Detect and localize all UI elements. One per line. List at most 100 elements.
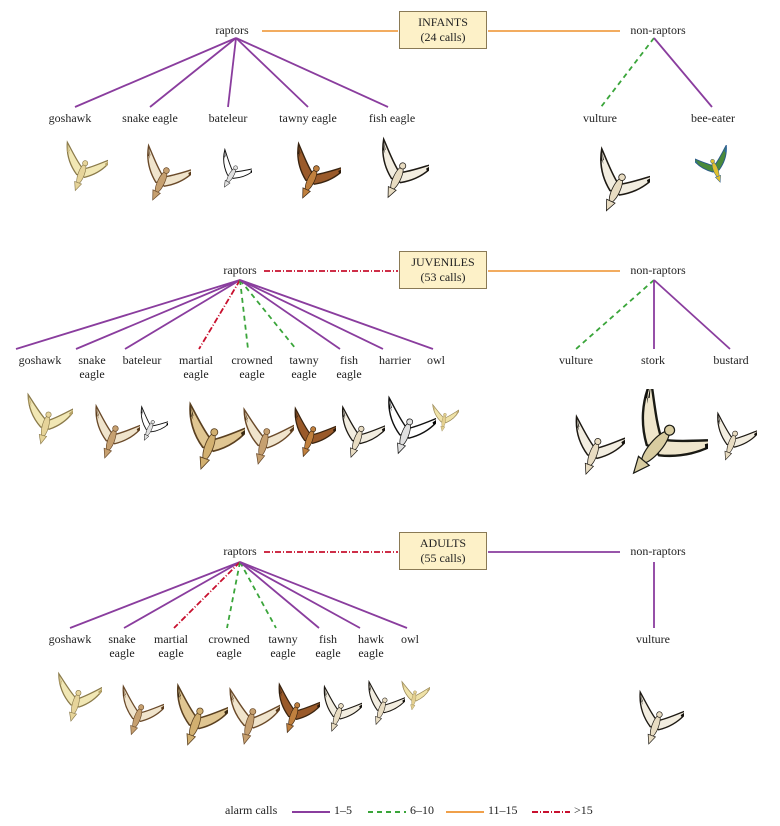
- infants-label-fish-eagle: fish eagle: [368, 111, 416, 125]
- juveniles-label-fish-eagle: fish eagle: [336, 353, 362, 381]
- bird-adult-goshawk-icon: [58, 671, 102, 722]
- adults-raptor-branch-3: [226, 561, 241, 629]
- bird-juvenile-tawny-eagle-icon: [294, 406, 336, 458]
- bird-juvenile-harrier-icon: [388, 395, 436, 455]
- adults-box-calls: (55 calls): [420, 551, 466, 565]
- bird-infant-fish-eagle-icon: [382, 136, 429, 199]
- bird-adult-vulture-icon: [639, 689, 684, 745]
- adults-raptor-branch-5: [239, 561, 320, 629]
- juveniles-label-bustard: bustard: [713, 353, 749, 367]
- bird-infant-bee-eater-icon: [695, 145, 727, 183]
- infants-label-vulture: vulture: [583, 111, 617, 125]
- juveniles-box-title: JUVENILES: [411, 255, 475, 269]
- infants-label-snake-eagle: snake eagle: [122, 111, 178, 125]
- juveniles-nonraptor-branch-0: [575, 279, 655, 350]
- adults-raptor-branch-2: [173, 561, 241, 629]
- legend-swatch-purple: [292, 811, 330, 813]
- bird-juvenile-goshawk-icon: [27, 392, 73, 445]
- bird-juvenile-bustard-icon: [717, 411, 757, 461]
- bird-juvenile-bateleur-icon: [140, 405, 168, 441]
- legend: alarm calls 1–5 6–10 11–15 >15: [0, 803, 780, 821]
- adults-box: ADULTS (55 calls): [399, 532, 487, 570]
- juveniles-raptor-branch-7: [239, 279, 384, 350]
- juveniles-raptor-branch-5: [239, 279, 297, 350]
- adults-label-goshawk: goshawk: [48, 632, 92, 646]
- bird-adult-snake-eagle-icon: [122, 684, 164, 736]
- legend-swatch-red: [532, 811, 570, 813]
- bird-adult-fish-eagle-icon: [323, 684, 362, 732]
- bird-adult-martial-eagle-icon: [177, 682, 228, 746]
- juveniles-box: JUVENILES (53 calls): [399, 251, 487, 289]
- infants-box: INFANTS (24 calls): [399, 11, 487, 49]
- infants-label-bateleur: bateleur: [208, 111, 248, 125]
- bird-infant-goshawk-icon: [66, 140, 108, 192]
- juveniles-raptor-branch-0: [15, 279, 241, 350]
- juveniles-nonraptors-label: non-raptors: [630, 263, 686, 277]
- adults-raptor-branch-1: [123, 561, 241, 629]
- infants-raptor-branch-4: [235, 37, 389, 108]
- adults-nonraptors-label: non-raptors: [630, 544, 686, 558]
- bird-juvenile-fish-eagle-icon: [341, 404, 385, 459]
- infants-raptors-label: raptors: [215, 23, 249, 37]
- bird-juvenile-snake-eagle-icon: [95, 403, 140, 459]
- bird-juvenile-crowned-eagle-icon: [243, 406, 294, 465]
- bird-juvenile-vulture-icon: [575, 414, 625, 476]
- bird-infant-snake-eagle-icon: [147, 143, 191, 201]
- adults-raptor-branch-7: [239, 561, 408, 629]
- infants-nonraptor-branch-1: [653, 37, 713, 108]
- juveniles-label-bateleur: bateleur: [122, 353, 162, 367]
- legend-swatch-green: [368, 811, 406, 813]
- infants-raptor-branch-2: [227, 37, 237, 108]
- juveniles-label-owl: owl: [427, 353, 445, 367]
- bird-adult-owl-icon: [401, 680, 430, 711]
- juveniles-label-martial-eagle: martial eagle: [179, 353, 213, 381]
- legend-title: alarm calls: [225, 803, 278, 817]
- infants-label-bee-eater: bee-eater: [691, 111, 735, 125]
- adults-label-tawny-eagle: tawny eagle: [268, 632, 298, 660]
- juveniles-raptor-branch-6: [239, 279, 341, 350]
- infants-raptor-branch-3: [235, 37, 309, 108]
- legend-label-11-15: 11–15: [488, 803, 518, 817]
- adults-box-title: ADULTS: [419, 536, 467, 550]
- adults-raptors-label: raptors: [223, 544, 257, 558]
- juveniles-raptor-branch-4: [239, 279, 249, 350]
- bird-adult-tawny-eagle-icon: [278, 682, 320, 734]
- juveniles-label-snake-eagle: snake eagle: [78, 353, 106, 381]
- legend-label-gt15: >15: [574, 803, 593, 817]
- adults-raptor-branch-0: [69, 561, 241, 629]
- adults-label-hawk-eagle: hawk eagle: [358, 632, 384, 660]
- infants-label-tawny-eagle: tawny eagle: [279, 111, 337, 125]
- infants-nonraptor-branch-0: [600, 37, 655, 108]
- juveniles-label-vulture: vulture: [559, 353, 593, 367]
- bird-juvenile-stork-icon: [632, 389, 708, 475]
- legend-label-6-10: 6–10: [410, 803, 434, 817]
- adults-label-martial-eagle: martial eagle: [154, 632, 188, 660]
- infants-raptor-branch-0: [74, 37, 237, 108]
- adults-raptor-branch-4: [239, 561, 277, 629]
- juveniles-label-crowned-eagle: crowned eagle: [231, 353, 273, 381]
- adults-label-snake-eagle: snake eagle: [108, 632, 136, 660]
- adults-label-vulture: vulture: [636, 632, 670, 646]
- adults-raptor-branch-6: [239, 561, 361, 629]
- legend-label-1-5: 1–5: [334, 803, 352, 817]
- juveniles-raptor-branch-2: [124, 279, 241, 350]
- infants-box-title: INFANTS: [418, 15, 468, 29]
- adults-label-crowned-eagle: crowned eagle: [208, 632, 250, 660]
- bird-juvenile-owl-icon: [432, 403, 459, 432]
- juveniles-label-tawny-eagle: tawny eagle: [289, 353, 319, 381]
- juveniles-raptors-label: raptors: [223, 263, 257, 277]
- infants-label-goshawk: goshawk: [48, 111, 92, 125]
- infants-box-calls: (24 calls): [420, 30, 466, 44]
- bird-adult-crowned-eagle-icon: [229, 686, 280, 745]
- legend-swatch-orange: [446, 811, 484, 813]
- juveniles-box-calls: (53 calls): [420, 270, 466, 284]
- bird-infant-bateleur-icon: [223, 147, 252, 188]
- juveniles-nonraptor-branch-2: [653, 279, 731, 350]
- bird-infant-vulture-icon: [600, 146, 650, 212]
- bird-juvenile-martial-eagle-icon: [189, 401, 245, 470]
- juveniles-label-harrier: harrier: [379, 353, 411, 367]
- bird-adult-hawk-eagle-icon: [368, 679, 405, 726]
- infants-nonraptors-label: non-raptors: [630, 23, 686, 37]
